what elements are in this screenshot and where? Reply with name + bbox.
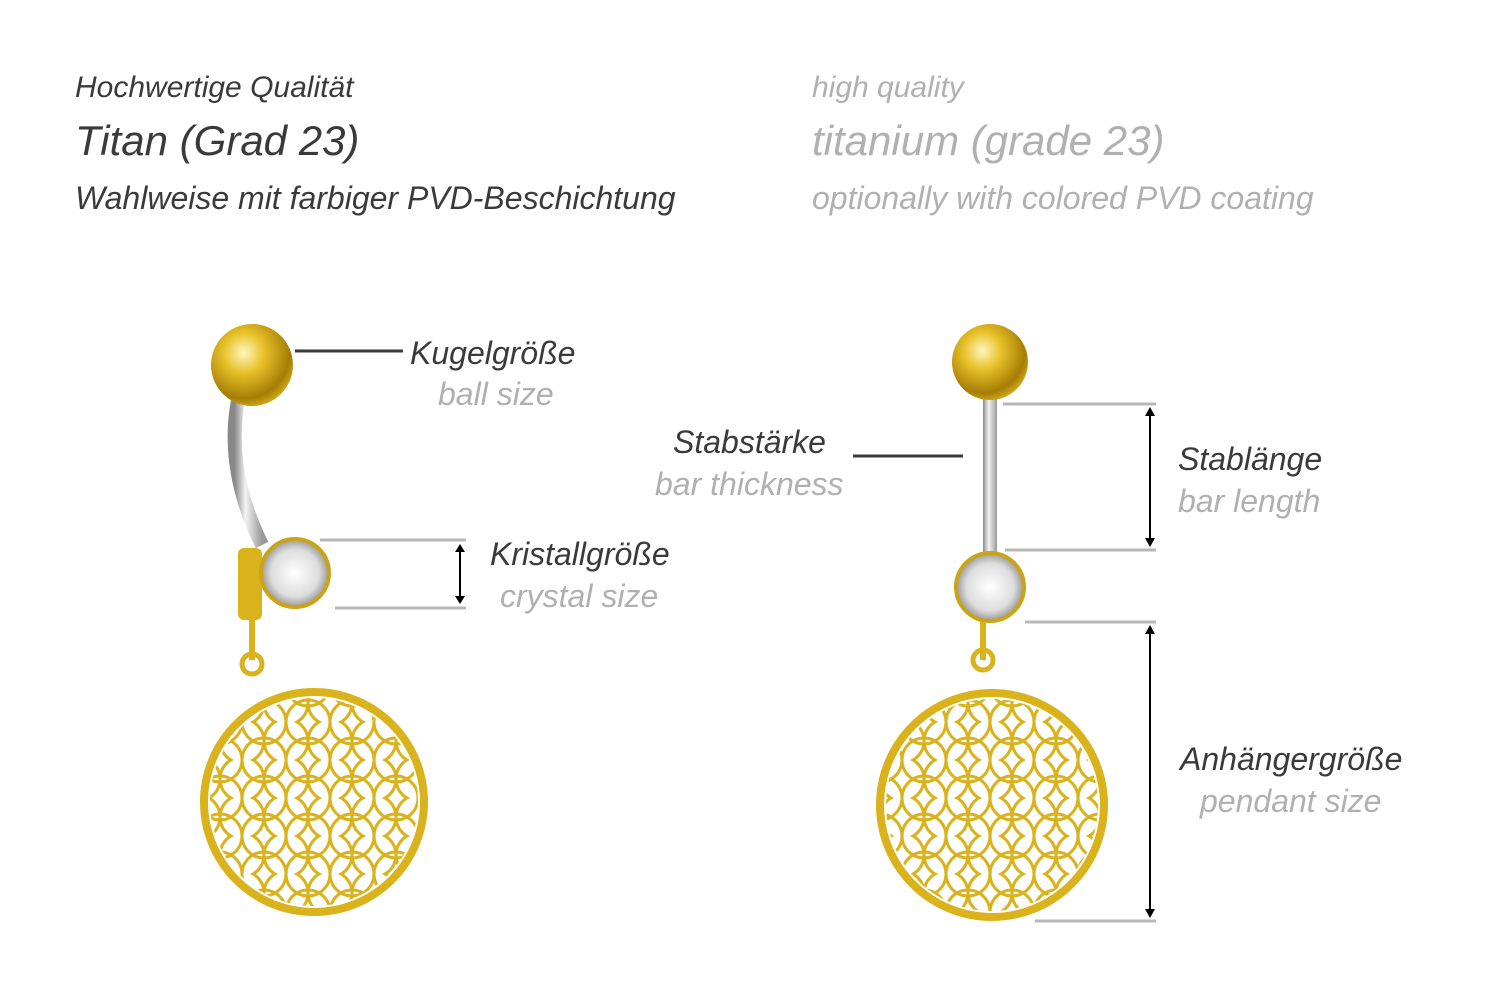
pendant-size-label-en: pendant size [1200, 783, 1382, 819]
crystal-size-label-en: crystal size [500, 578, 659, 614]
curved-bar [227, 398, 269, 549]
bar-length-label-de: Stablänge [1178, 441, 1323, 477]
ball [211, 324, 293, 406]
bar-length-label-en: bar length [1178, 483, 1321, 519]
header-material-de: Titan (Grad 23) [75, 117, 360, 164]
left-piercing [200, 324, 428, 916]
header-quality-de: Hochwertige Qualität [75, 71, 354, 104]
header-material-en: titanium (grade 23) [812, 117, 1165, 164]
straight-bar [983, 398, 997, 553]
header-quality-en: high quality [812, 71, 964, 104]
bar-thickness-label-de: Stabstärke [673, 424, 826, 460]
ball [952, 324, 1028, 400]
right-piercing [876, 324, 1108, 921]
header-coating-de: Wahlweise mit farbiger PVD-Beschichtung [75, 180, 676, 216]
pendant-size-label-de: Anhängergröße [1180, 741, 1403, 777]
ball-size-label-en: ball size [438, 376, 554, 412]
ball-size-label-de: Kugelgröße [410, 335, 576, 371]
crystal [954, 551, 1026, 623]
crystal [259, 537, 331, 609]
crystal-size-label-de: Kristallgröße [490, 536, 670, 572]
bar-thickness-label-en: bar thickness [655, 466, 844, 502]
header-coating-en: optionally with colored PVD coating [812, 180, 1314, 216]
